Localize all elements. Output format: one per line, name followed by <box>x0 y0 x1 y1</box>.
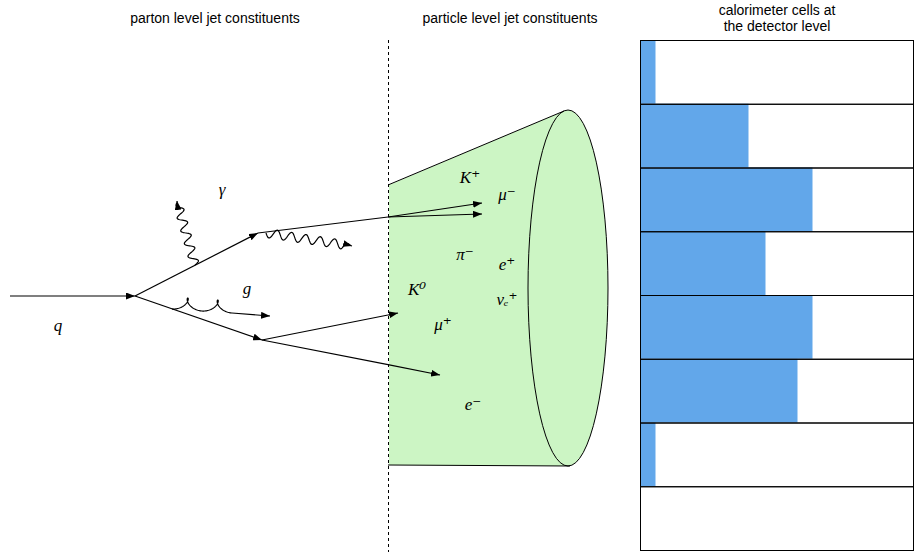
section-heading: particle level jet constituents <box>422 10 597 26</box>
energy-deposit <box>641 231 766 295</box>
calorimeter-cells <box>640 0 914 552</box>
particle-label: μ⁺ <box>434 315 452 335</box>
quark-line <box>262 315 388 340</box>
hadron-line <box>388 365 440 375</box>
particle-symbol: q <box>54 316 63 336</box>
calorimeter-cell <box>641 168 914 232</box>
calorimeter-cell <box>641 359 914 423</box>
particle-symbol: g <box>243 279 252 299</box>
section-heading: parton level jet constituents <box>130 10 300 26</box>
divider-line <box>388 40 389 552</box>
photon-line <box>176 201 198 265</box>
energy-deposit <box>641 40 656 104</box>
gluon-line <box>172 298 270 316</box>
calorimeter-cell <box>641 296 914 360</box>
particle-label: μ⁻ <box>498 185 516 205</box>
hadron-line <box>388 313 398 315</box>
energy-deposit <box>641 295 813 359</box>
particle-label: K⁺ <box>460 168 480 188</box>
energy-deposit <box>641 168 813 232</box>
particle-label: π⁻ <box>456 245 474 265</box>
quark-line <box>135 233 258 296</box>
photon-line <box>266 230 352 249</box>
energy-deposit <box>641 423 656 487</box>
calorimeter-cell <box>641 487 914 551</box>
hadron-line <box>388 203 482 217</box>
calorimeter-cell <box>641 232 914 296</box>
quark-line <box>10 295 135 296</box>
quark-line <box>262 340 388 365</box>
cone-mouth <box>528 110 608 466</box>
particle-label: νₑ⁺ <box>497 290 518 310</box>
energy-deposit <box>641 359 798 423</box>
panel-heading: calorimeter cells at the detector level <box>712 2 842 34</box>
calorimeter-cell <box>641 423 914 487</box>
particle-label: K⁰ <box>408 280 426 300</box>
particle-label: e⁻ <box>465 395 482 415</box>
cone-edge <box>388 465 570 466</box>
particle-label: e⁺ <box>499 255 516 275</box>
quark-line <box>135 296 262 340</box>
calorimeter-cell <box>641 104 914 168</box>
jet-cone: K⁺ μ⁻ π⁻ e⁺ K⁰ νₑ⁺ μ⁺ e⁻ <box>388 108 612 470</box>
particle-symbol: γ <box>219 180 226 200</box>
calorimeter-panel: calorimeter cells at the detector level <box>640 0 914 552</box>
energy-deposit <box>641 104 749 168</box>
calorimeter-cell <box>641 41 914 105</box>
